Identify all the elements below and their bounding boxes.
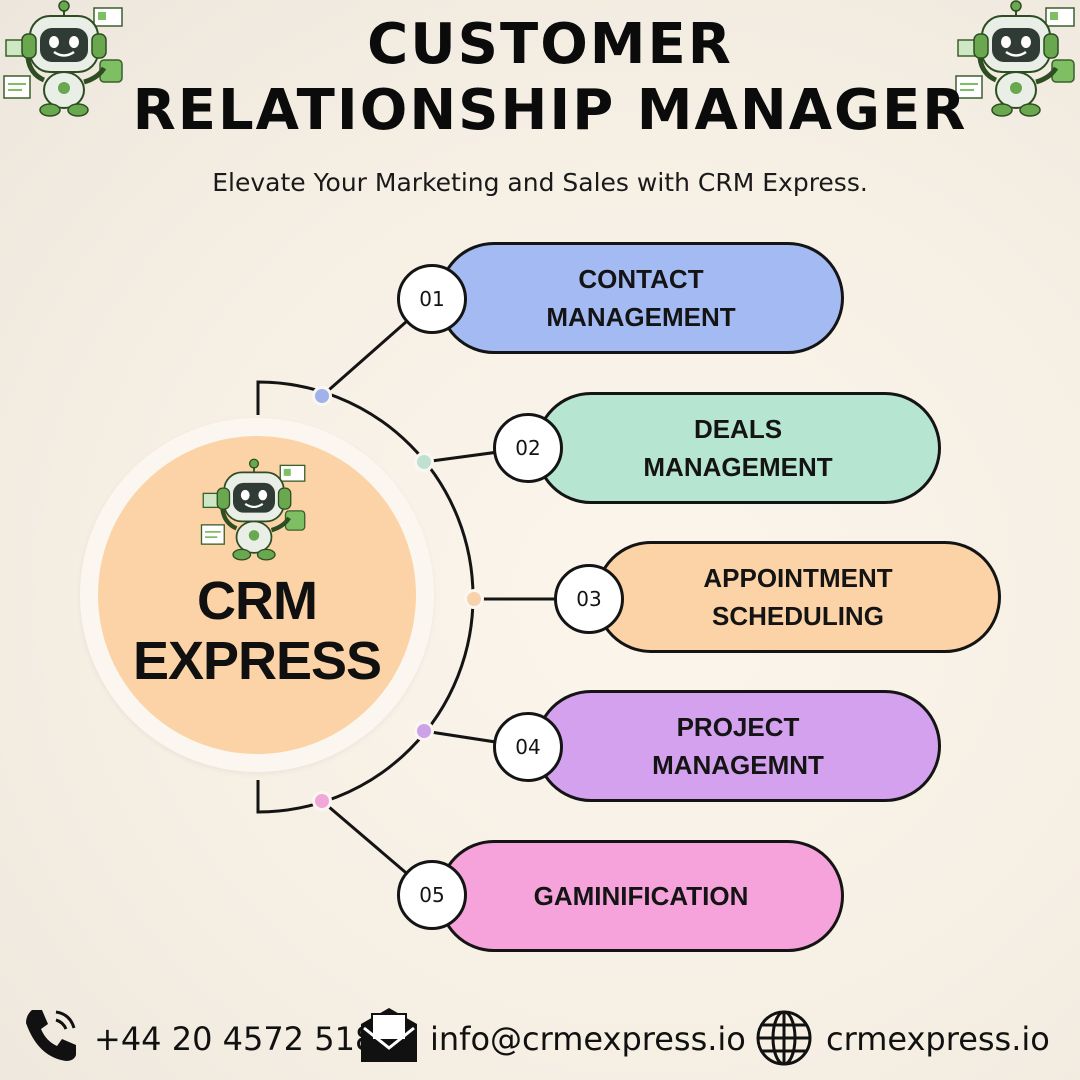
item-gamification: GAMINIFICATION	[438, 840, 844, 952]
item-label: PROJECT MANAGEMNT	[652, 712, 824, 780]
item-number-badge: 01	[397, 264, 467, 334]
mail-icon	[361, 1008, 417, 1062]
item-number-badge: 04	[493, 712, 563, 782]
arc-dot	[417, 455, 431, 469]
phone-number[interactable]: +44 20 4572 5183	[94, 1020, 396, 1058]
item-project-management: PROJECT MANAGEMNT	[535, 690, 941, 802]
item-number-badge: 05	[397, 860, 467, 930]
globe-icon	[756, 1010, 812, 1066]
arc-dot	[467, 592, 481, 606]
item-deals-management: DEALS MANAGEMENT	[535, 392, 941, 504]
email-address[interactable]: info@crmexpress.io	[430, 1020, 746, 1058]
page-title: CUSTOMER RELATIONSHIP MANAGER	[132, 12, 968, 143]
item-number-badge: 02	[493, 413, 563, 483]
arc-dot	[315, 389, 329, 403]
arc-dot	[315, 794, 329, 808]
item-label: CONTACT MANAGEMENT	[546, 264, 736, 332]
item-label: GAMINIFICATION	[533, 881, 749, 911]
item-number-badge: 03	[554, 564, 624, 634]
item-label: DEALS MANAGEMENT	[643, 414, 833, 482]
item-contact-management: CONTACT MANAGEMENT	[438, 242, 844, 354]
contact-footer: +44 20 4572 5183 info@crmexpress.io crme…	[0, 1002, 1080, 1080]
hub-title-line1: CRM	[197, 571, 318, 631]
phone-icon	[26, 1010, 76, 1061]
website-url[interactable]: crmexpress.io	[826, 1020, 1050, 1058]
page-subtitle: Elevate Your Marketing and Sales with CR…	[212, 168, 868, 197]
hub-title-line2: EXPRESS	[132, 631, 382, 691]
item-appointment-scheduling: APPOINTMENT SCHEDULING	[595, 541, 1001, 653]
item-label: APPOINTMENT SCHEDULING	[703, 563, 893, 631]
arc-dot	[417, 724, 431, 738]
robot-mascot-icon	[3, 0, 123, 117]
robot-mascot-icon	[198, 458, 310, 562]
